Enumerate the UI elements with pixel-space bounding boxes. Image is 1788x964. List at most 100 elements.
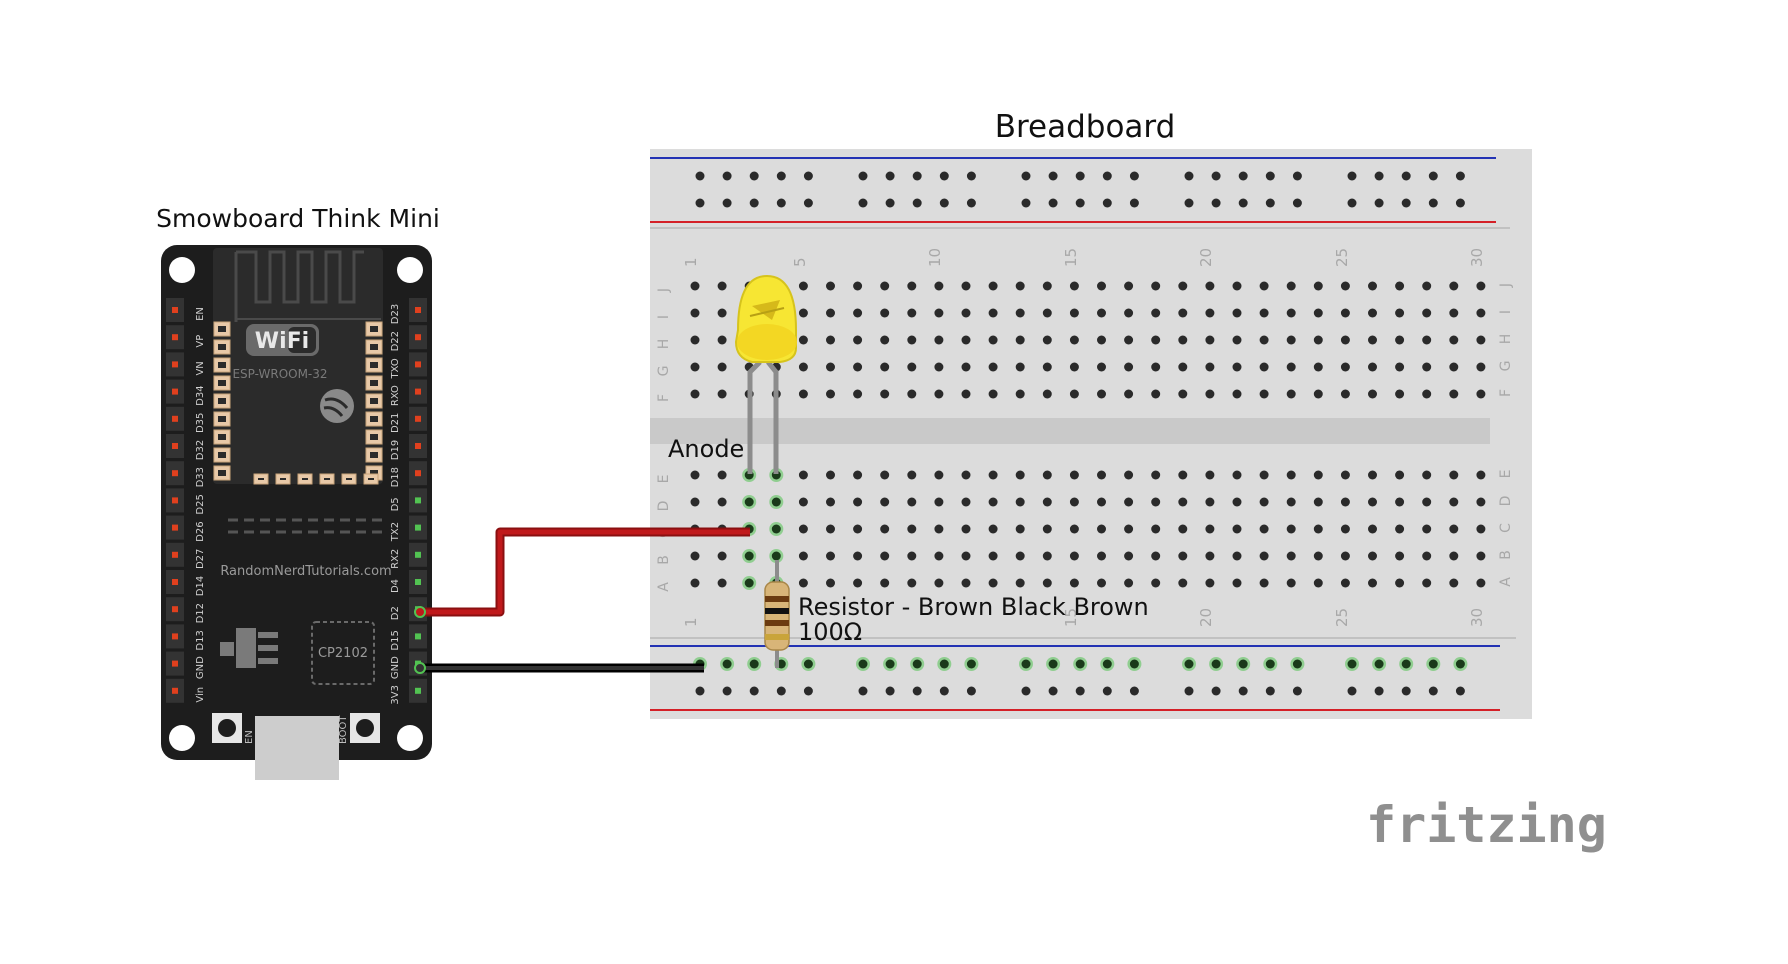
breadboard-hole: [1102, 659, 1112, 669]
breadboard-holes: [690, 171, 1486, 696]
column-number: 15: [1062, 248, 1080, 267]
breadboard-hole: [798, 335, 808, 345]
breadboard-hole: [1042, 551, 1052, 561]
cp2102-chip: [311, 621, 375, 685]
breadboard-hole: [1124, 389, 1134, 399]
breadboard-hole: [961, 578, 971, 588]
breadboard-hole: [1422, 470, 1432, 480]
breadboard-hole: [1476, 470, 1486, 480]
module-pad-inner: [302, 478, 308, 480]
row-letter: E: [656, 475, 672, 484]
breadboard-hole: [1286, 470, 1296, 480]
module-label: ESP-WROOM-32: [232, 367, 327, 381]
en-button-cap[interactable]: [218, 719, 236, 737]
breadboard-hole: [717, 308, 727, 318]
breadboard-hole: [1232, 389, 1242, 399]
breadboard-hole: [1313, 470, 1323, 480]
breadboard-hole: [1340, 308, 1350, 318]
row-letter: G: [656, 366, 672, 377]
pin-indicator: [172, 633, 178, 640]
breadboard-hole: [885, 198, 895, 208]
breadboard-hole: [1124, 281, 1134, 291]
breadboard-hole: [934, 470, 944, 480]
breadboard-hole: [1286, 281, 1296, 291]
fritzing-logo: fritzing: [1366, 796, 1607, 854]
breadboard-hole: [1232, 524, 1242, 534]
breadboard-hole: [1368, 308, 1377, 318]
breadboard-hole: [1015, 335, 1025, 345]
breadboard-hole: [1286, 524, 1296, 534]
breadboard-hole: [1368, 578, 1377, 588]
mounting-hole: [169, 257, 195, 283]
breadboard-hole: [1238, 659, 1248, 669]
row-letter: C: [1498, 523, 1514, 533]
breadboard-hole: [1129, 171, 1139, 181]
breadboard-hole: [1015, 470, 1025, 480]
led: [734, 274, 797, 474]
breadboard-hole: [1048, 659, 1058, 669]
breadboard-hole: [1374, 659, 1384, 669]
pin-indicator: [172, 579, 178, 585]
breadboard-hole: [961, 551, 971, 561]
breadboard-hole: [853, 470, 863, 480]
breadboard-hole: [722, 171, 732, 181]
pin-indicator: [415, 687, 421, 694]
breadboard-hole: [1313, 578, 1323, 588]
breadboard-hole: [1340, 362, 1350, 372]
breadboard-hole: [1476, 578, 1486, 588]
breadboard-hole: [1042, 524, 1052, 534]
breadboard-hole: [961, 524, 971, 534]
breadboard-hole: [1368, 389, 1377, 399]
breadboard-hole: [1069, 524, 1079, 534]
wires: [414, 527, 750, 674]
breadboard-hole: [1205, 281, 1215, 291]
breadboard-hole: [912, 171, 922, 181]
boot-button-cap[interactable]: [356, 719, 374, 737]
breadboard-hole: [826, 308, 835, 318]
breadboard-hole: [1015, 497, 1025, 507]
breadboard-hole: [1151, 497, 1161, 507]
breadboard-hole: [1422, 578, 1432, 588]
breadboard-hole: [803, 171, 813, 181]
breadboard-hole: [690, 389, 700, 399]
usb-port: [255, 716, 339, 780]
breadboard-hole: [1097, 551, 1106, 561]
breadboard-hole: [749, 171, 759, 181]
breadboard-hole: [1069, 497, 1079, 507]
pin-indicator: [172, 660, 178, 667]
breadboard-hole: [934, 578, 944, 588]
row-letter: B: [1498, 550, 1514, 560]
pin-indicator: [172, 443, 178, 449]
breadboard-hole: [1184, 659, 1194, 669]
breadboard-hole: [1042, 578, 1052, 588]
breadboard-hole: [880, 578, 890, 588]
breadboard-hole: [1151, 308, 1161, 318]
breadboard-hole: [1124, 335, 1134, 345]
breadboard-hole: [1395, 362, 1405, 372]
breadboard-hole: [1347, 198, 1357, 208]
breadboard-hole: [717, 362, 727, 372]
breadboard-hole: [961, 389, 971, 399]
breadboard-hole: [858, 659, 868, 669]
pin-indicator: [415, 524, 421, 531]
pin-label: D4: [390, 579, 401, 593]
breadboard-hole: [798, 389, 808, 399]
breadboard-hole: [722, 686, 732, 696]
breadboard-hole: [803, 198, 813, 208]
website-label: RandomNerdTutorials.com: [220, 564, 391, 579]
breadboard-hole: [1097, 470, 1106, 480]
breadboard-hole: [1340, 497, 1350, 507]
breadboard-hole: [1048, 686, 1058, 696]
breadboard-hole: [1015, 551, 1025, 561]
breadboard-hole: [1395, 389, 1405, 399]
regulator-pin: [258, 658, 278, 664]
pin-label: Vin: [195, 687, 206, 703]
pin-label: TXO: [390, 358, 401, 379]
breadboard-hole: [1313, 335, 1323, 345]
espressif-logo-icon: [320, 389, 354, 423]
breadboard-hole: [1347, 171, 1357, 181]
row-letter: A: [1498, 577, 1514, 587]
breadboard-hole: [1015, 281, 1025, 291]
pin-indicator: [172, 334, 178, 341]
breadboard-hole: [776, 659, 786, 669]
